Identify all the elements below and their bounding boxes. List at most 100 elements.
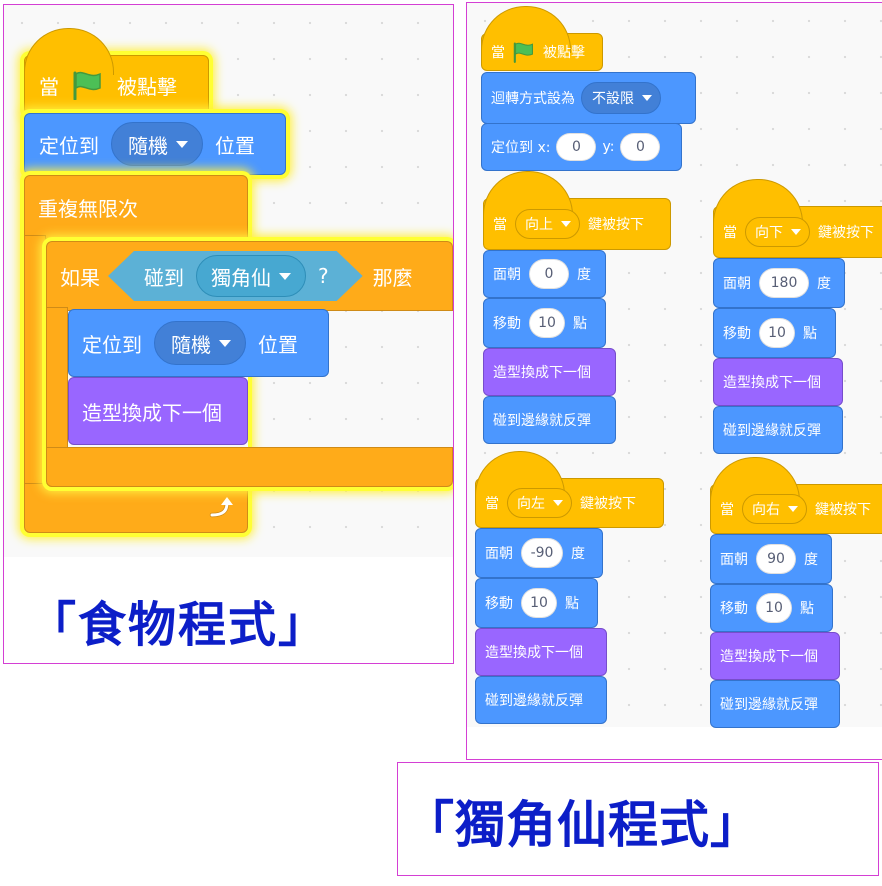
forever-block[interactable]: 重複無限次 — [24, 175, 248, 533]
next-costume-block[interactable]: 造型換成下一個 — [68, 377, 248, 445]
direction-input[interactable]: 90 — [756, 544, 796, 574]
bounce-label: 碰到邊緣就反彈 — [720, 697, 818, 713]
when-key-label: 當 — [485, 496, 499, 512]
key-value: 向上 — [525, 217, 553, 233]
next-costume-label: 造型換成下一個 — [720, 649, 818, 665]
direction-unit: 度 — [817, 276, 831, 292]
bounce-label: 碰到邊緣就反彈 — [493, 413, 591, 429]
bounce-on-edge-block[interactable]: 碰到邊緣就反彈 — [710, 680, 840, 728]
x-input[interactable]: 0 — [556, 133, 597, 161]
move-steps-block[interactable]: 移動 10 點 — [710, 584, 833, 632]
if-header: 如果 碰到 獨角仙 ? 那麼 — [46, 241, 453, 311]
key-dropdown[interactable]: 向右 — [742, 494, 807, 524]
touching-label: 碰到 — [144, 265, 184, 290]
bounce-on-edge-block[interactable]: 碰到邊緣就反彈 — [483, 396, 616, 444]
if-arm — [46, 307, 68, 451]
next-costume-block[interactable]: 造型換成下一個 — [475, 628, 607, 676]
goto-label: 定位到 — [39, 133, 99, 158]
beetle-program-caption: 「獨角仙程式」 — [404, 796, 761, 854]
bounce-on-edge-block[interactable]: 碰到邊緣就反彈 — [713, 406, 843, 454]
point-in-direction-block[interactable]: 面朝 0 度 — [483, 250, 606, 298]
forever-arm — [24, 235, 46, 485]
bounce-label: 碰到邊緣就反彈 — [723, 423, 821, 439]
dropdown-triangle-icon — [561, 221, 571, 227]
move-steps-block[interactable]: 移動 10 點 — [475, 578, 598, 628]
direction-unit: 度 — [577, 267, 591, 283]
bounce-on-edge-block[interactable]: 碰到邊緣就反彈 — [475, 676, 607, 724]
inner-goto-random-block[interactable]: 定位到 隨機 位置 — [68, 309, 329, 377]
inner-goto-target-dropdown[interactable]: 隨機 — [154, 321, 246, 365]
bounce-label: 碰到邊緣就反彈 — [485, 693, 583, 709]
when-label: 當 — [39, 74, 59, 99]
key-value: 向左 — [517, 496, 545, 512]
dropdown-triangle-icon — [788, 506, 798, 512]
key-dropdown[interactable]: 向左 — [507, 488, 572, 518]
set-rotation-style-block[interactable]: 迴轉方式設為 不設限 — [481, 72, 696, 124]
goto-suffix: 位置 — [215, 133, 255, 158]
key-dropdown[interactable]: 向上 — [515, 209, 580, 239]
if-footer — [46, 447, 453, 487]
point-label: 面朝 — [485, 546, 513, 562]
steps-unit: 點 — [573, 316, 587, 332]
point-label: 面朝 — [720, 552, 748, 568]
green-flag-icon — [73, 71, 101, 100]
direction-input[interactable]: -90 — [521, 538, 563, 568]
dropdown-triangle-icon — [791, 229, 801, 235]
move-label: 移動 — [723, 326, 751, 342]
touching-condition[interactable]: 碰到 獨角仙 ? — [108, 251, 363, 301]
when-key-pressed-block[interactable]: 當 向下 鍵被按下 — [713, 179, 882, 258]
question-mark: ? — [318, 264, 329, 288]
next-costume-block[interactable]: 造型換成下一個 — [710, 632, 840, 680]
touching-target-dropdown[interactable]: 獨角仙 — [196, 255, 306, 297]
inner-goto-target-value: 隨機 — [171, 332, 211, 357]
point-in-direction-block[interactable]: 面朝 -90 度 — [475, 528, 603, 578]
point-in-direction-block[interactable]: 面朝 90 度 — [710, 534, 832, 584]
when-key-pressed-block[interactable]: 當 向右 鍵被按下 — [710, 457, 882, 534]
goto-xy-block[interactable]: 定位到 x: 0 y: 0 — [481, 123, 682, 171]
forever-footer — [24, 483, 248, 533]
forever-header: 重複無限次 — [24, 175, 248, 239]
when-key-label: 當 — [723, 225, 737, 241]
clicked-label: 被點擊 — [117, 74, 177, 99]
steps-input[interactable]: 10 — [521, 588, 557, 618]
y-input[interactable]: 0 — [620, 133, 661, 161]
next-costume-label: 造型換成下一個 — [82, 400, 222, 425]
rotation-style-dropdown[interactable]: 不設限 — [581, 82, 661, 114]
goto-target-dropdown[interactable]: 隨機 — [111, 122, 203, 166]
goto-target-value: 隨機 — [128, 133, 168, 158]
point-in-direction-block[interactable]: 面朝 180 度 — [713, 258, 845, 308]
key-dropdown[interactable]: 向下 — [745, 217, 810, 247]
steps-unit: 點 — [565, 596, 579, 612]
direction-input[interactable]: 180 — [759, 268, 809, 298]
touching-target-value: 獨角仙 — [211, 265, 271, 290]
move-steps-block[interactable]: 移動 10 點 — [483, 298, 606, 348]
steps-unit: 點 — [803, 326, 817, 342]
food-program-caption: 「食物程式」 — [28, 597, 329, 653]
point-label: 面朝 — [493, 267, 521, 283]
goto-xy-label: 定位到 x: — [491, 140, 551, 156]
move-label: 移動 — [485, 596, 513, 612]
inner-goto-label: 定位到 — [82, 332, 142, 357]
when-key-label: 當 — [720, 502, 734, 518]
move-steps-block[interactable]: 移動 10 點 — [713, 308, 836, 358]
key-pressed-label: 鍵被按下 — [588, 217, 644, 233]
when-key-pressed-block[interactable]: 當 向上 鍵被按下 — [483, 171, 671, 250]
dropdown-triangle-icon — [642, 95, 652, 101]
next-costume-block[interactable]: 造型換成下一個 — [483, 348, 616, 396]
next-costume-block[interactable]: 造型換成下一個 — [713, 358, 843, 406]
direction-input[interactable]: 0 — [529, 259, 569, 289]
if-then-block[interactable]: 如果 碰到 獨角仙 ? 那麼 — [46, 241, 453, 487]
next-costume-label: 造型換成下一個 — [723, 375, 821, 391]
when-flag-clicked-block[interactable]: 當 被點擊 — [24, 28, 209, 115]
point-label: 面朝 — [723, 276, 751, 292]
y-label: y: — [602, 139, 615, 155]
steps-input[interactable]: 10 — [759, 318, 795, 348]
green-flag-icon — [513, 42, 533, 63]
steps-input[interactable]: 10 — [529, 308, 565, 338]
start-when-flag-block[interactable]: 當 被點擊 — [481, 6, 603, 71]
beetle-caption-box: 「獨角仙程式」 — [397, 762, 879, 876]
steps-input[interactable]: 10 — [756, 593, 792, 623]
goto-random-block[interactable]: 定位到 隨機 位置 — [24, 113, 286, 175]
start-when-label: 當 — [491, 45, 505, 61]
when-key-pressed-block[interactable]: 當 向左 鍵被按下 — [475, 451, 664, 528]
